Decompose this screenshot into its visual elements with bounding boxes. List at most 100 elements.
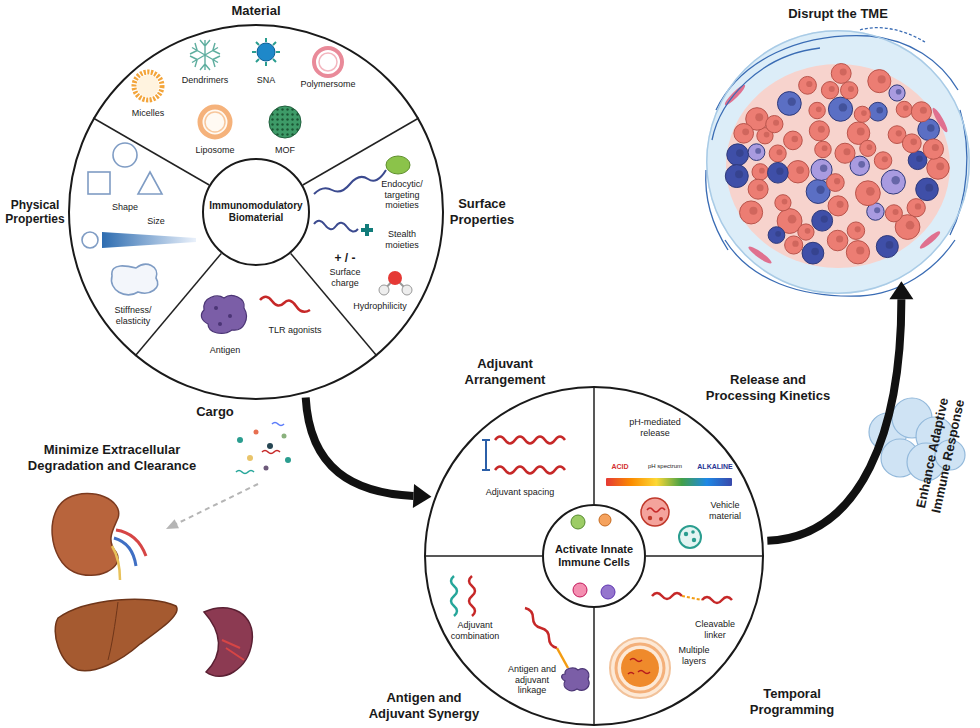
cargo-particles-part	[285, 457, 291, 463]
tumor-cell	[768, 162, 789, 183]
surface-icons-part	[379, 285, 389, 295]
synergy-icon-part	[562, 668, 589, 691]
label-text: MOF	[275, 145, 295, 156]
liposome-icon	[200, 107, 230, 137]
micelle-icon-part	[137, 75, 159, 97]
cell-nucleus	[906, 221, 915, 230]
tumor-cell	[799, 76, 817, 94]
label-text: Shape	[112, 202, 138, 213]
cargo-icons-part	[201, 296, 246, 334]
cell-nucleus	[805, 228, 811, 234]
label-text: Stealth moieties	[380, 229, 424, 251]
cell-nucleus	[916, 156, 923, 163]
tumor-cell	[784, 131, 803, 150]
cell-nucleus	[736, 149, 744, 157]
design-wheel-border	[69, 25, 443, 399]
cell-nucleus	[874, 207, 880, 213]
hub-circle-border	[203, 159, 309, 265]
temporal-icon-part	[621, 649, 659, 687]
cell-nucleus	[927, 124, 935, 132]
section-heading: Temporal Programming	[745, 686, 840, 717]
polymersome-icon-part	[314, 48, 342, 76]
tumor-cell	[809, 121, 829, 141]
clearance-organs-part	[108, 602, 118, 660]
hub-circle: Activate Innate Immune Cells	[542, 504, 646, 608]
cell-nucleus	[866, 187, 875, 196]
fibroblast	[723, 83, 950, 266]
shape-icons-part	[111, 264, 157, 294]
cell-nucleus	[856, 246, 864, 254]
label-text: Hydrophilicity	[353, 301, 407, 312]
cell-nucleus	[792, 136, 799, 143]
stroma-fibers	[706, 28, 967, 297]
shape-icons-part	[138, 172, 162, 194]
stroma-fibers-part	[716, 36, 958, 110]
cargo-particles-part	[267, 443, 273, 449]
cell-nucleus	[843, 148, 850, 155]
cargo-particles-part	[262, 451, 280, 454]
label-text: Liposome	[195, 145, 234, 156]
tumor-cell	[911, 102, 931, 122]
tumor-illustration-part	[726, 64, 950, 268]
cell-nucleus	[788, 215, 797, 224]
quadrant-divider	[424, 386, 764, 726]
cargo-icons-part	[260, 297, 310, 312]
cell-nucleus	[858, 161, 865, 168]
synergy-icon-part	[525, 608, 557, 648]
tumor-cell	[748, 179, 768, 199]
surface-icons-part	[388, 271, 402, 285]
cell-nucleus	[775, 231, 781, 237]
shape-icons-part	[88, 172, 110, 194]
cell-nucleus	[776, 149, 782, 155]
label-text: Micelles	[132, 108, 165, 119]
cell-nucleus	[792, 240, 798, 246]
cell-nucleus	[816, 106, 822, 112]
strategy-wheel-border	[425, 387, 763, 725]
label-text: pH-mediated release	[626, 417, 684, 439]
spacing-icon	[482, 437, 565, 474]
cell-nucleus	[735, 170, 743, 178]
spacing-icon-part	[495, 467, 565, 474]
label-text: SNA	[257, 75, 276, 86]
micelle-icon-part	[134, 72, 162, 100]
cell-nucleus	[867, 144, 873, 150]
label-text: Vehicle material	[704, 500, 746, 522]
polymersome-icon	[314, 48, 342, 76]
arrow-shaft	[306, 397, 414, 495]
synergy-icon-part	[557, 648, 568, 668]
tumor-cell	[798, 224, 814, 240]
hub-circle-border	[543, 505, 645, 607]
shape-icons-part	[82, 232, 98, 248]
label-text: Endocytic/ targeting moieties	[377, 179, 427, 211]
sna-icon-part	[257, 43, 275, 61]
cell-nucleus	[818, 126, 825, 133]
tumor-cell	[734, 123, 754, 143]
cell-nucleus	[910, 139, 917, 146]
tumor-cell	[769, 145, 786, 162]
cell-nucleus	[796, 166, 804, 174]
cargo-icons-part	[214, 306, 218, 310]
ph-release-icon-part	[641, 498, 669, 526]
label-text: TLR agonists	[268, 325, 321, 336]
cargo-particles	[236, 423, 291, 474]
cell-nucleus	[829, 86, 835, 92]
clearance-organs-part	[204, 608, 252, 677]
tumor-illustration-part	[706, 30, 970, 294]
tumor-cell	[827, 230, 848, 251]
ph-release-icon-part	[684, 532, 688, 536]
flow-arrow	[306, 397, 432, 507]
design-wheel: MaterialPhysical PropertiesSurface Prope…	[68, 24, 444, 400]
cell-nucleus	[834, 178, 840, 184]
surface-icons	[314, 156, 412, 295]
shape-icons-part	[113, 143, 137, 167]
cell-nucleus	[893, 209, 899, 215]
liposome-icon-part	[200, 107, 230, 137]
dendrimer-icon-part	[190, 40, 220, 70]
label-text: Dendrimers	[182, 75, 229, 86]
cargo-icons-part	[228, 314, 232, 318]
tumor-cell	[785, 236, 803, 254]
section-heading: Material	[231, 3, 280, 19]
clearance-organs-part	[112, 546, 120, 580]
cargo-particles-part	[236, 471, 254, 474]
